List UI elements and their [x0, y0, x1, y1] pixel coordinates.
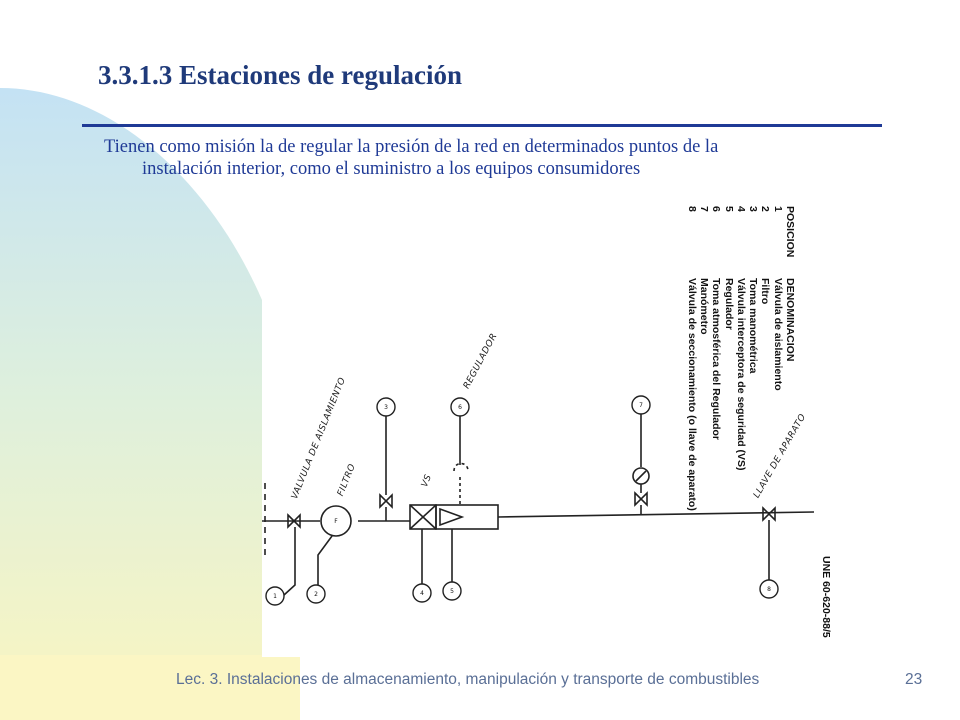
- legend-header: POSICION: [784, 206, 796, 258]
- legend-name: Válvula interceptora de seguridad (VS): [734, 278, 747, 471]
- regulator-block: [435, 504, 499, 530]
- intro-paragraph: Tienen como misión la de regular la pres…: [104, 136, 894, 180]
- balloon-7: 7: [639, 402, 643, 409]
- legend-name: Manómetro: [697, 278, 710, 335]
- standard-reference: UNE 60-620-88/5: [820, 556, 832, 638]
- leader-2: [317, 535, 333, 593]
- legend-row: 2: [759, 206, 772, 212]
- leader-1: [283, 527, 296, 596]
- legend-table: POSICION 1 2 3 4 5 6 7 8: [685, 206, 796, 258]
- intro-line-1: Tienen como misión la de regular la pres…: [104, 137, 719, 157]
- balloon-1: 1: [273, 593, 277, 600]
- manometer-valve: [634, 491, 648, 507]
- balloon-3: 3: [384, 404, 388, 411]
- legend-row: 1: [771, 206, 784, 212]
- legend-row: 5: [722, 206, 735, 212]
- regulation-station-diagram: 1 2 3 4 5 6 7 8 F: [262, 195, 835, 657]
- legend-row: 6: [710, 206, 723, 212]
- isolation-valve-symbol: [287, 513, 301, 529]
- balloon-4: 4: [420, 590, 424, 597]
- legend-row: 4: [734, 206, 747, 212]
- legend-name: Regulador: [722, 278, 735, 330]
- legend-header-position: POSICION: [784, 206, 796, 258]
- legend-row: 8: [685, 206, 698, 212]
- legend-name: Válvula de seccionamiento (o llave de ap…: [685, 278, 698, 511]
- legend-row: 7: [697, 206, 710, 212]
- footer-course-title: Lec. 3. Instalaciones de almacenamiento,…: [176, 671, 760, 688]
- balloon-2: 2: [314, 591, 318, 598]
- legend-names: DENOMINACION Válvula de aislamiento Filt…: [685, 278, 796, 511]
- pressure-tap-valve: [379, 493, 393, 509]
- legend-header-name: DENOMINACION: [784, 278, 796, 362]
- balloon-6: 6: [458, 404, 462, 411]
- legend-row: 3: [747, 206, 760, 212]
- legend-name: Toma atmosférica del Regulador: [710, 278, 723, 441]
- appliance-valve-symbol: [762, 506, 776, 522]
- piping-schematic: 1 2 3 4 5 6 7 8 F: [262, 395, 815, 606]
- title-underline: [82, 124, 882, 127]
- filter-symbol: [320, 505, 352, 537]
- balloon-8: 8: [767, 586, 771, 593]
- page-number: 23: [905, 671, 923, 688]
- filter-letter: F: [334, 518, 338, 525]
- main-pipe-right: [497, 511, 815, 518]
- intro-line-2: instalación interior, como el suministro…: [142, 159, 641, 179]
- legend-name: Toma manométrica: [747, 278, 760, 374]
- slide-title: 3.3.1.3 Estaciones de regulación: [98, 60, 462, 90]
- balloon-5: 5: [450, 588, 454, 595]
